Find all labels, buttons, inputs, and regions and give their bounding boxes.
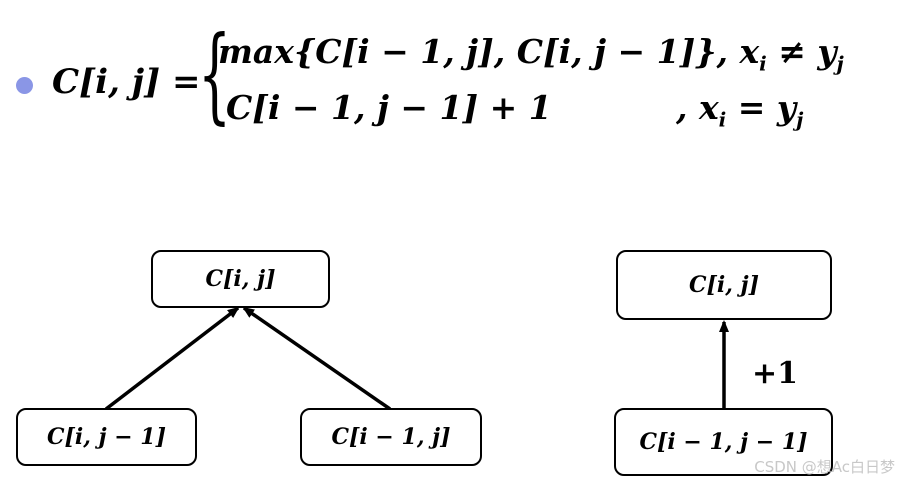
node-left-bottom: C[i, j − 1] [16, 408, 197, 466]
bullet-dot [16, 77, 33, 94]
arrow-right-to-top [242, 306, 391, 411]
node-diag-bottom: C[i − 1, j − 1] [614, 408, 833, 476]
arrow-left-to-top [104, 306, 240, 411]
formula-case-diagonal-condition: , xi = yj [676, 88, 804, 132]
formula-case-max: max{C[i − 1, j], C[i, j − 1]}, xi ≠ yj [218, 32, 844, 76]
case-max-expression: max{C[i − 1, j], C[i, j − 1]} [218, 32, 717, 71]
node-diag-top: C[i, j] [616, 250, 832, 320]
formula-case-diagonal-expression: C[i − 1, j − 1] + 1 [226, 88, 552, 127]
node-left-top: C[i, j] [151, 250, 330, 308]
cases-brace: { [198, 13, 232, 135]
node-right-bottom: C[i − 1, j] [300, 408, 482, 466]
watermark: CSDN @想Ac白日梦 [754, 458, 895, 476]
formula-lhs: C[i, j] = [52, 62, 201, 102]
edge-label-plus-one: +1 [752, 356, 799, 391]
